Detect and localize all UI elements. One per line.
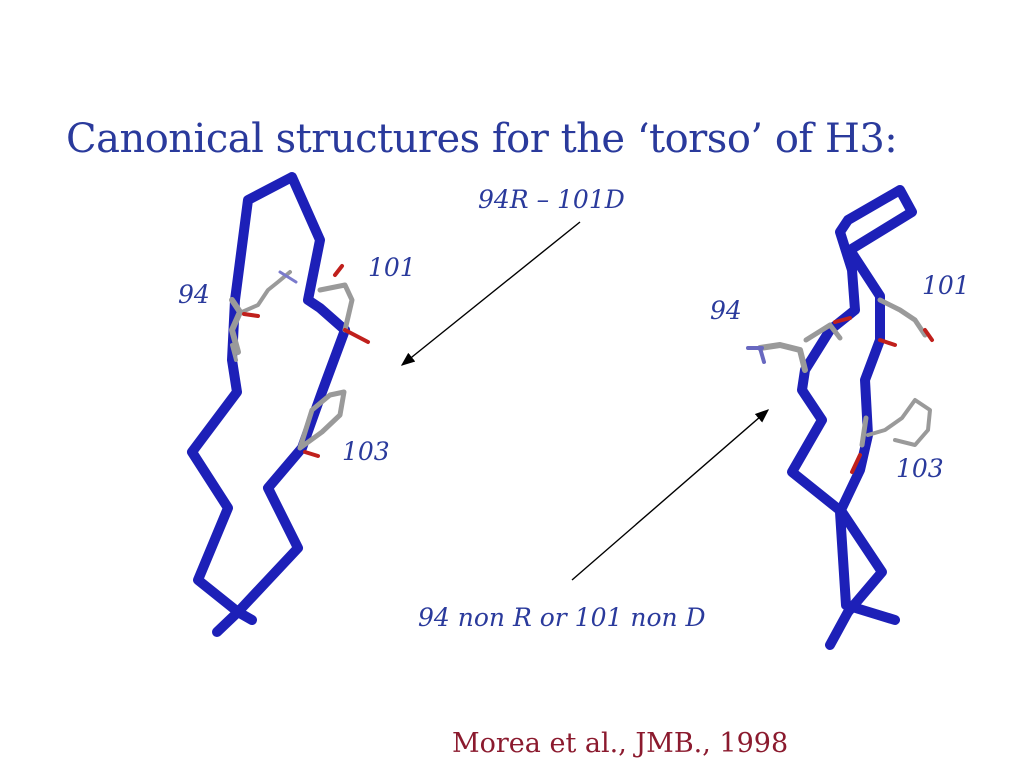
left-label-101: 101 — [368, 253, 416, 282]
right-label-103: 103 — [896, 454, 944, 483]
arrow-to-left — [400, 221, 581, 366]
left-label-94: 94 — [178, 280, 210, 309]
right-sidechains — [746, 297, 934, 474]
right-label-101: 101 — [922, 271, 970, 300]
arrow-to-right — [571, 409, 770, 581]
right-label-94: 94 — [710, 296, 742, 325]
left-label-103: 103 — [342, 437, 390, 466]
right-backbone — [787, 185, 917, 650]
left-backbone — [187, 172, 350, 637]
slide-title: Canonical structures for the ‘torso’ of … — [66, 116, 898, 162]
label-94-non-r: 94 non R or 101 non D — [418, 603, 706, 632]
label-94r-101d: 94R – 101D — [478, 185, 625, 214]
left-sidechains — [229, 264, 370, 458]
citation: Morea et al., JMB., 1998 — [452, 728, 789, 759]
